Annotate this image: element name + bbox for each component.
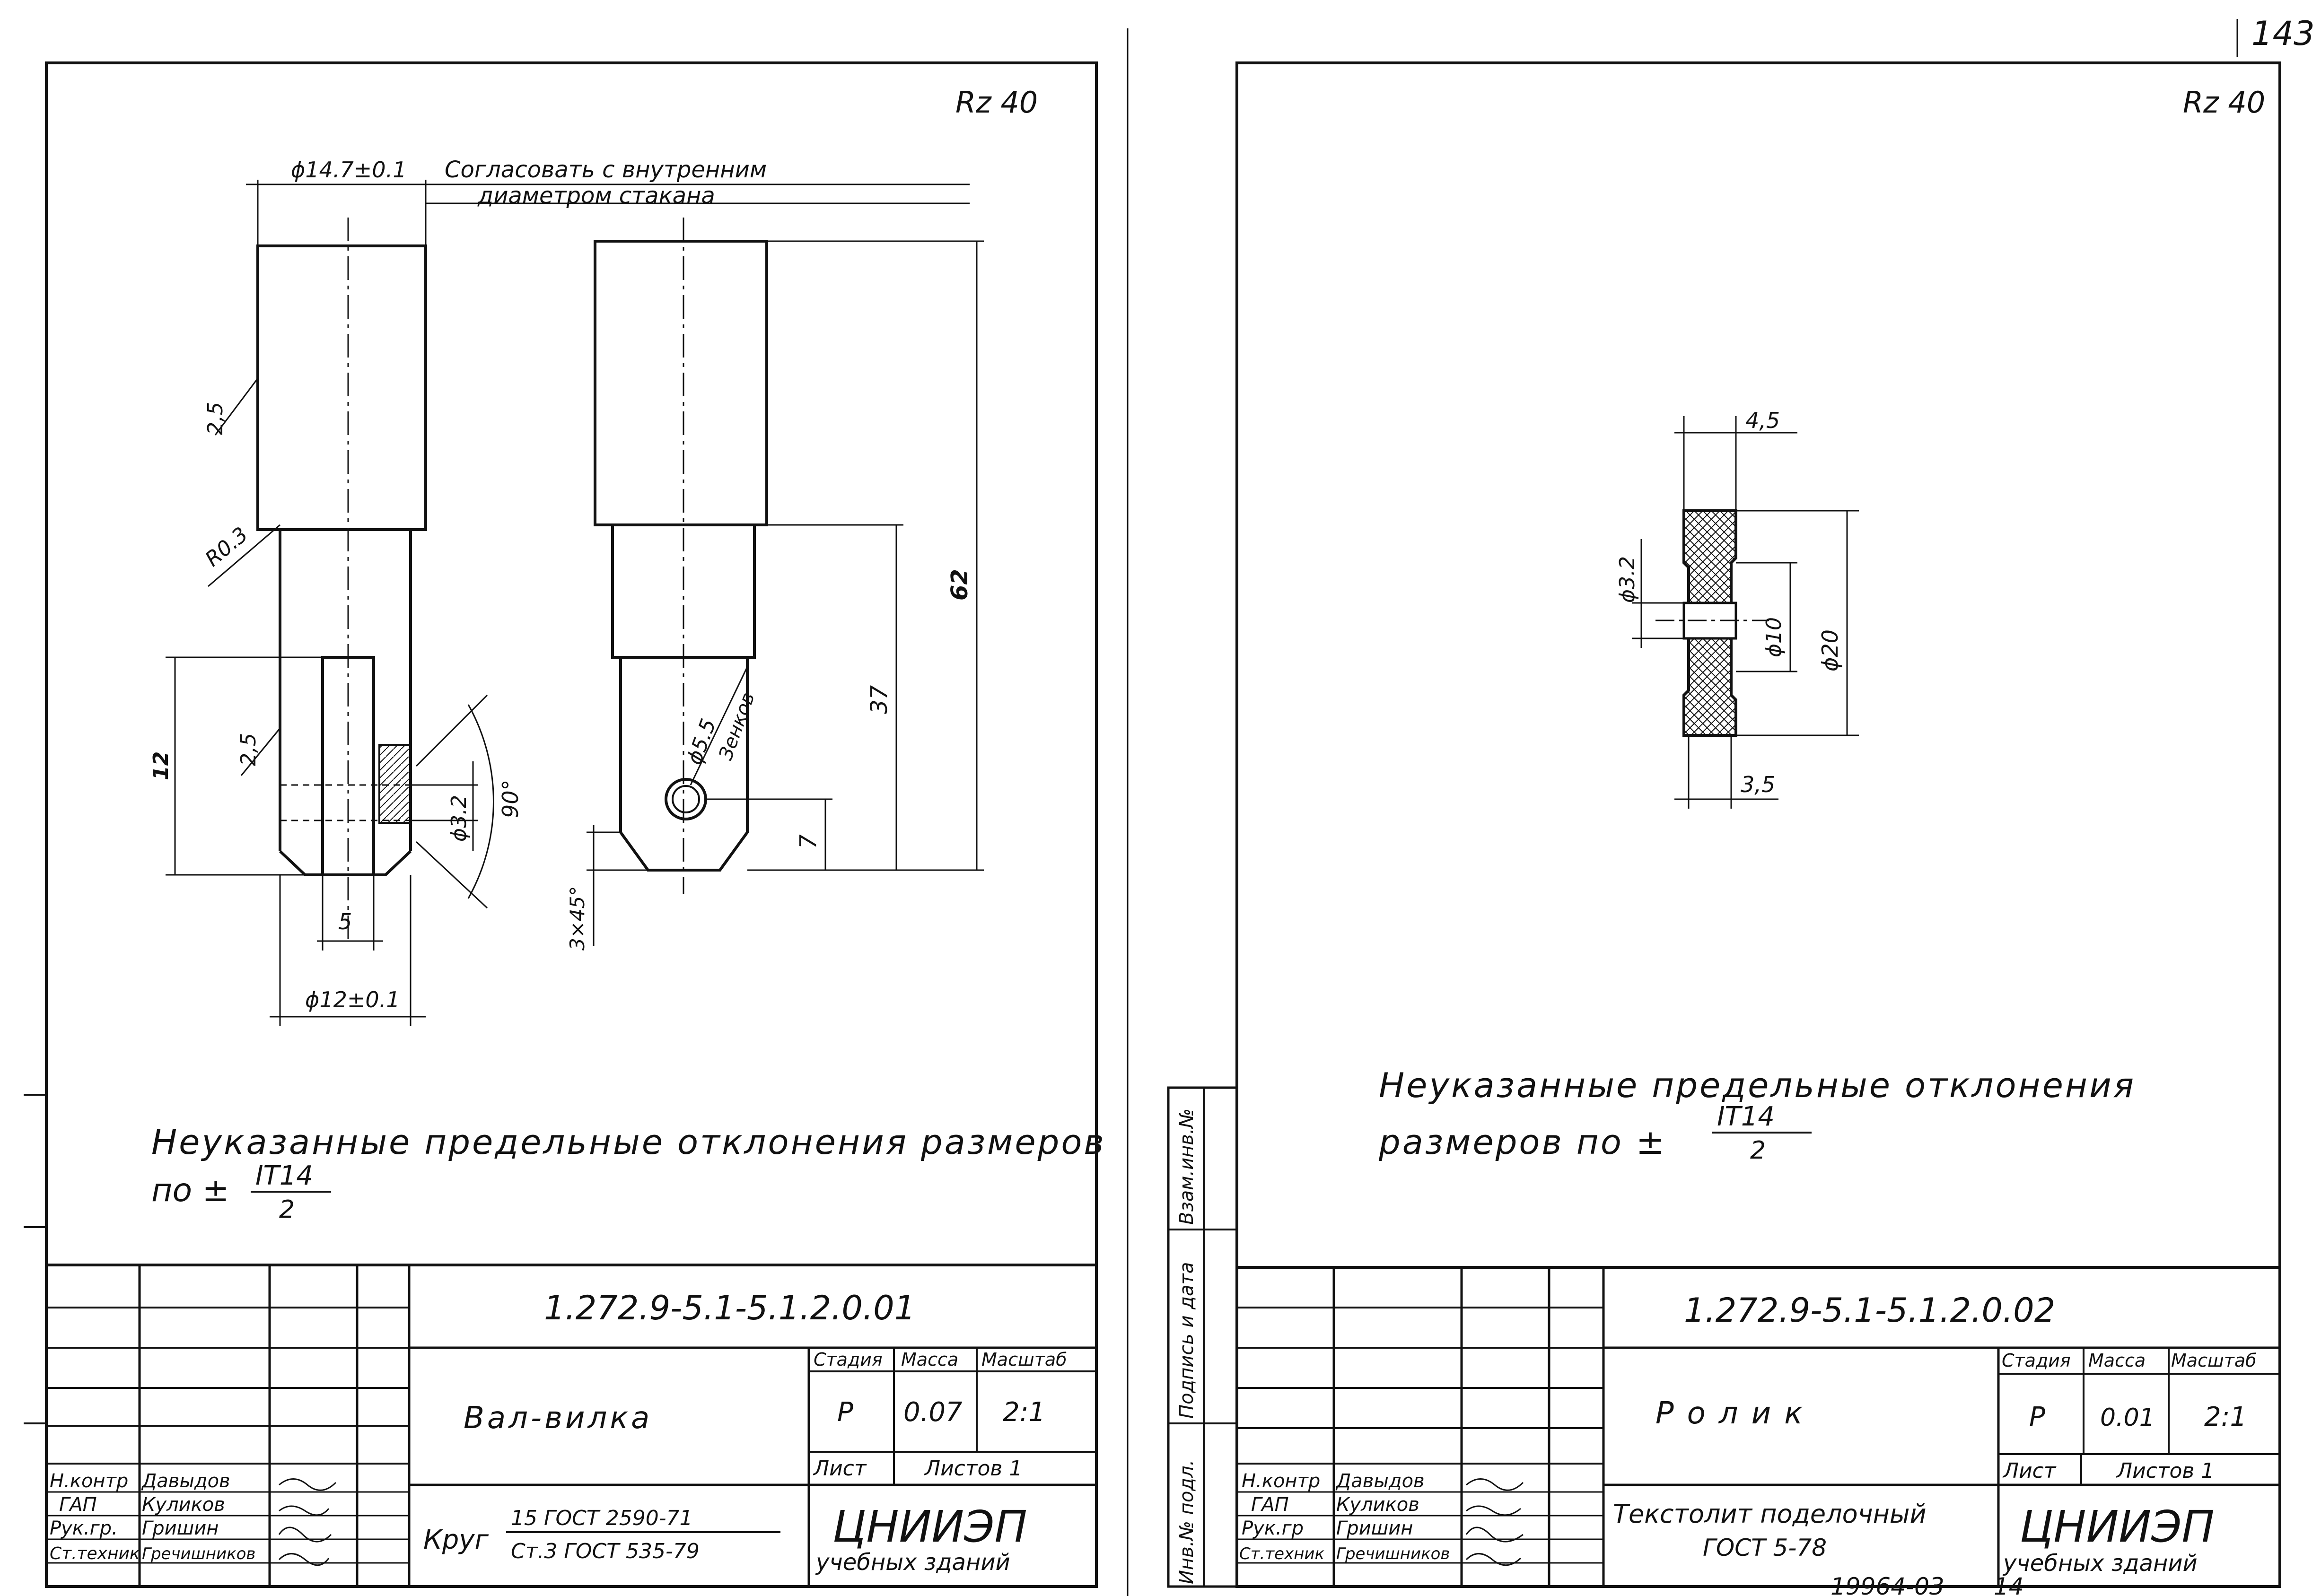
left-front-view (256, 218, 427, 941)
dim-12: 12 (149, 751, 173, 780)
dim-r03: R0.3 (201, 523, 253, 572)
left-mass: 0.07 (903, 1397, 963, 1428)
right-role-2: Рук.гр (1242, 1518, 1304, 1539)
right-person-2: Гришин (1336, 1518, 1413, 1539)
page-number: 143 (2251, 14, 2315, 53)
left-role-3: Ст.техник (50, 1544, 140, 1563)
left-title-block: 1.272.9-5.1-5.1.2.0.01 Вал-вилка Стадия … (46, 1264, 1096, 1587)
right-person-0: Давыдов (1335, 1470, 1425, 1492)
right-col-mass: Масса (2088, 1350, 2146, 1371)
bottom-sheet-number: 14 (1994, 1573, 2024, 1596)
left-col-mass: Масса (901, 1349, 958, 1370)
left-person-3: Гречишников (142, 1544, 255, 1563)
left-org-name: ЦНИИЭП (832, 1501, 1027, 1552)
left-col-scale: Масштаб (981, 1349, 1067, 1370)
right-tolerance-den: 2 (1750, 1136, 1766, 1165)
right-scale: 2:1 (2204, 1402, 2247, 1432)
roller-dimensions: 4,5 ϕ3.2 ϕ10 ϕ20 3,5 (1615, 408, 1859, 809)
dim-90: 90° (498, 779, 523, 818)
left-stage: Р (837, 1397, 853, 1428)
left-person-2: Гришин (142, 1518, 219, 1539)
left-tolerance-num: IT14 (255, 1160, 313, 1191)
dim-phi12: ϕ12±0.1 (305, 987, 400, 1012)
right-role-0: Н.контр (1242, 1470, 1320, 1492)
right-tolerance-num: IT14 (1717, 1101, 1775, 1132)
dim-phi55: ϕ5.5 (682, 715, 721, 767)
dim-phi32-left: ϕ3.2 (447, 795, 471, 842)
right-frame (1235, 61, 2281, 1588)
dim-3-5: 3,5 (1741, 772, 1775, 797)
left-sheets-label: Листов 1 (924, 1456, 1022, 1481)
dim-2-5-mid: 2,5 (236, 733, 261, 766)
dim-62: 62 (946, 569, 973, 601)
roller-section (1655, 509, 1769, 737)
left-person-1: Куликов (142, 1494, 225, 1516)
left-scale: 2:1 (1003, 1397, 1045, 1428)
left-tolerance-den: 2 (279, 1195, 295, 1224)
right-title-block: 1.272.9-5.1-5.1.2.0.02 Ролик Стадия Масс… (1237, 1266, 2280, 1587)
left-tolerance-text: Неуказанные предельные отклонения размер… (151, 1122, 1106, 1162)
right-org-sub: учебных зданий (2002, 1550, 2198, 1577)
left-role-2: Рук.гр. (50, 1518, 118, 1539)
dim-2-5-top: 2,5 (203, 402, 228, 435)
side-label-2: Взам.инв.№ (1176, 1108, 1198, 1225)
left-org-sub: учебных зданий (815, 1549, 1010, 1576)
left-person-0: Давыдов (141, 1470, 230, 1492)
right-material-bottom: ГОСТ 5-78 (1703, 1534, 1827, 1561)
right-person-3: Гречишников (1336, 1544, 1450, 1563)
right-signatures (1465, 1478, 1524, 1566)
right-col-stage: Стадия (2002, 1350, 2071, 1371)
right-roughness: Rz 40 (2183, 85, 2265, 120)
left-signatures (278, 1478, 337, 1566)
dim-4-5: 4,5 (1745, 408, 1780, 433)
dim-phi10: ϕ10 (1762, 617, 1786, 657)
bottom-archive-number: 19964-03 (1831, 1573, 1944, 1596)
right-sheets-label: Листов 1 (2116, 1459, 2214, 1483)
left-material-top: 15 ГОСТ 2590-71 (511, 1506, 693, 1530)
left-frame (45, 61, 1098, 1588)
right-tolerance-line2: размеров по ± (1378, 1122, 1666, 1162)
left-side-view (594, 218, 768, 894)
left-sheet-label: Лист (813, 1456, 867, 1481)
note-line-1: Согласовать с внутренним (445, 157, 767, 183)
right-sheet: Rz 40 Инв.№ подл. Подпись и дата Взам.ин… (1167, 61, 2281, 1588)
side-label-0: Инв.№ подл. (1176, 1460, 1198, 1584)
left-col-stage: Стадия (814, 1349, 883, 1370)
right-person-1: Куликов (1336, 1494, 1419, 1516)
right-mass: 0.01 (2100, 1404, 2155, 1432)
right-part-name: Ролик (1655, 1396, 1816, 1431)
right-side-strip: Инв.№ подл. Подпись и дата Взам.инв.№ (1167, 1086, 1238, 1588)
left-material-bottom: Ст.3 ГОСТ 535-79 (511, 1539, 700, 1563)
left-role-0: Н.контр (50, 1470, 128, 1492)
right-role-3: Ст.техник (1239, 1544, 1325, 1563)
right-designation: 1.272.9-5.1-5.1.2.0.02 (1684, 1291, 2055, 1330)
dim-37: 37 (866, 685, 893, 714)
left-tolerance-po: по ± (151, 1172, 229, 1209)
dim-zenkov: Зенков (715, 689, 759, 763)
left-roughness: Rz 40 (955, 85, 1038, 120)
note-line-2: диаметром стакана (477, 183, 715, 209)
dim-5: 5 (338, 909, 352, 934)
dim-phi20: ϕ20 (1817, 629, 1843, 672)
left-sheet: Rz 40 ϕ14.7±0.1 Согласовать с внутренним… (45, 61, 1106, 1588)
right-org-name: ЦНИИЭП (2020, 1501, 2215, 1552)
left-front-dimensions: ϕ14.7±0.1 Согласовать с внутренним диаме… (149, 157, 970, 1026)
right-stage: Р (2029, 1402, 2045, 1432)
dim-3x45: 3×45° (566, 886, 589, 951)
left-designation: 1.272.9-5.1-5.1.2.0.01 (544, 1289, 915, 1327)
right-material-top: Текстолит поделочный (1613, 1499, 1927, 1529)
right-role-1: ГАП (1251, 1494, 1289, 1516)
side-label-1: Подпись и дата (1176, 1262, 1198, 1419)
dim-7: 7 (795, 834, 822, 849)
left-part-name: Вал-вилка (464, 1401, 652, 1436)
right-sheet-label: Лист (2002, 1459, 2057, 1483)
dim-diameter-top: ϕ14.7±0.1 (291, 157, 406, 183)
dim-phi32-right: ϕ3.2 (1615, 556, 1639, 603)
left-role-1: ГАП (59, 1494, 97, 1516)
right-col-scale: Масштаб (2171, 1350, 2257, 1371)
right-tolerance-line1: Неуказанные предельные отклонения (1379, 1065, 2136, 1105)
left-material-prefix: Круг (423, 1525, 489, 1555)
